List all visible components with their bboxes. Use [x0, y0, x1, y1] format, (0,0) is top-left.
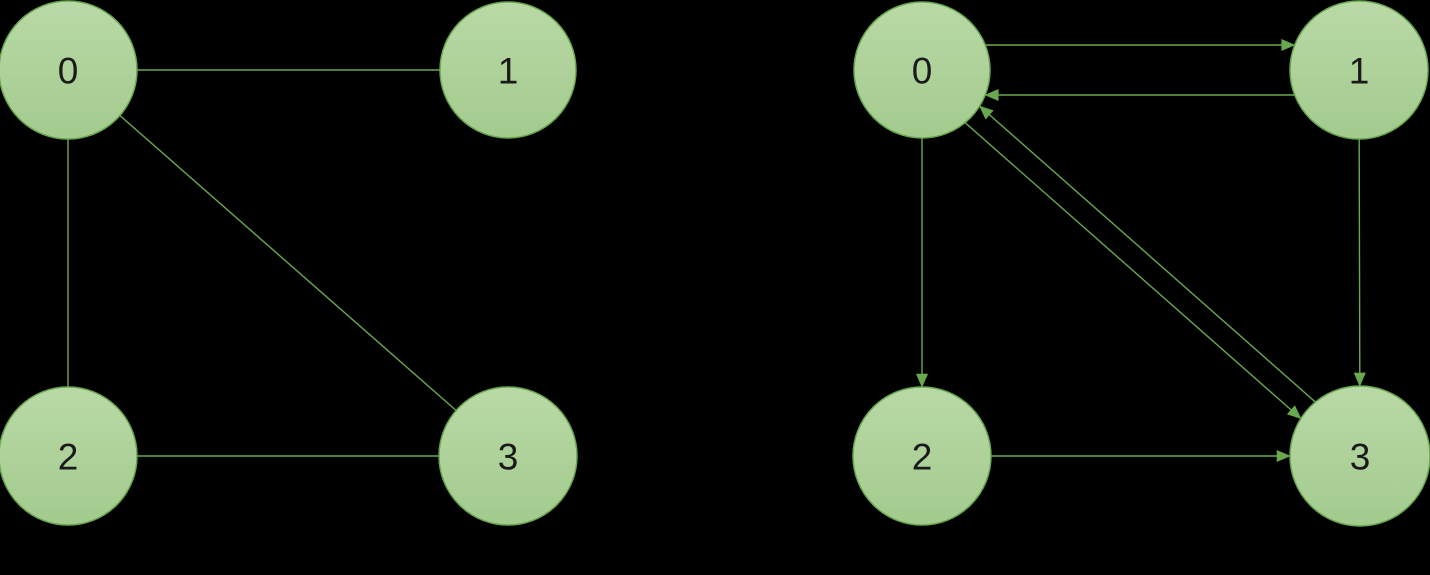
- node-right-graph-0[interactable]: 0: [853, 1, 991, 139]
- edges-group: [67, 38, 1366, 463]
- node-circle[interactable]: [0, 386, 138, 526]
- arrowhead-3-0: [979, 105, 994, 120]
- node-right-graph-3[interactable]: 3: [1289, 385, 1430, 527]
- node-circle[interactable]: [1289, 385, 1430, 527]
- nodes-group: 0 1 2 3 0 1 2 3: [0, 0, 1430, 527]
- edge-0-3: [119, 114, 457, 412]
- node-right-graph-1[interactable]: 1: [1289, 0, 1429, 140]
- node-left-graph-1[interactable]: 1: [439, 1, 577, 139]
- edge-1-3: [1358, 138, 1361, 376]
- arrowhead-2-3: [1276, 449, 1291, 463]
- arrowhead-1-3: [1353, 372, 1366, 387]
- node-circle[interactable]: [1289, 0, 1429, 140]
- node-label: 0: [58, 51, 79, 92]
- node-label: 3: [498, 437, 519, 478]
- node-circle[interactable]: [0, 0, 138, 140]
- node-label: 0: [912, 51, 933, 92]
- node-label: 2: [58, 437, 79, 478]
- node-left-graph-0[interactable]: 0: [0, 0, 138, 140]
- node-left-graph-2[interactable]: 2: [0, 386, 138, 526]
- arrowhead-0-2: [915, 373, 929, 388]
- edge-0-3: [964, 122, 1294, 412]
- edge-3-0: [987, 112, 1316, 403]
- arrowhead-0-3: [1286, 405, 1302, 420]
- node-circle[interactable]: [438, 386, 578, 526]
- arrowhead-0-1: [1281, 38, 1296, 52]
- node-circle[interactable]: [439, 1, 577, 139]
- node-right-graph-2[interactable]: 2: [852, 386, 992, 526]
- node-circle[interactable]: [852, 386, 992, 526]
- node-label: 3: [1350, 437, 1371, 478]
- arrowhead-1-0: [984, 88, 999, 102]
- node-label: 1: [1349, 51, 1370, 92]
- node-circle[interactable]: [853, 1, 991, 139]
- node-left-graph-3[interactable]: 3: [438, 386, 578, 526]
- node-label: 2: [912, 437, 933, 478]
- node-label: 1: [498, 51, 519, 92]
